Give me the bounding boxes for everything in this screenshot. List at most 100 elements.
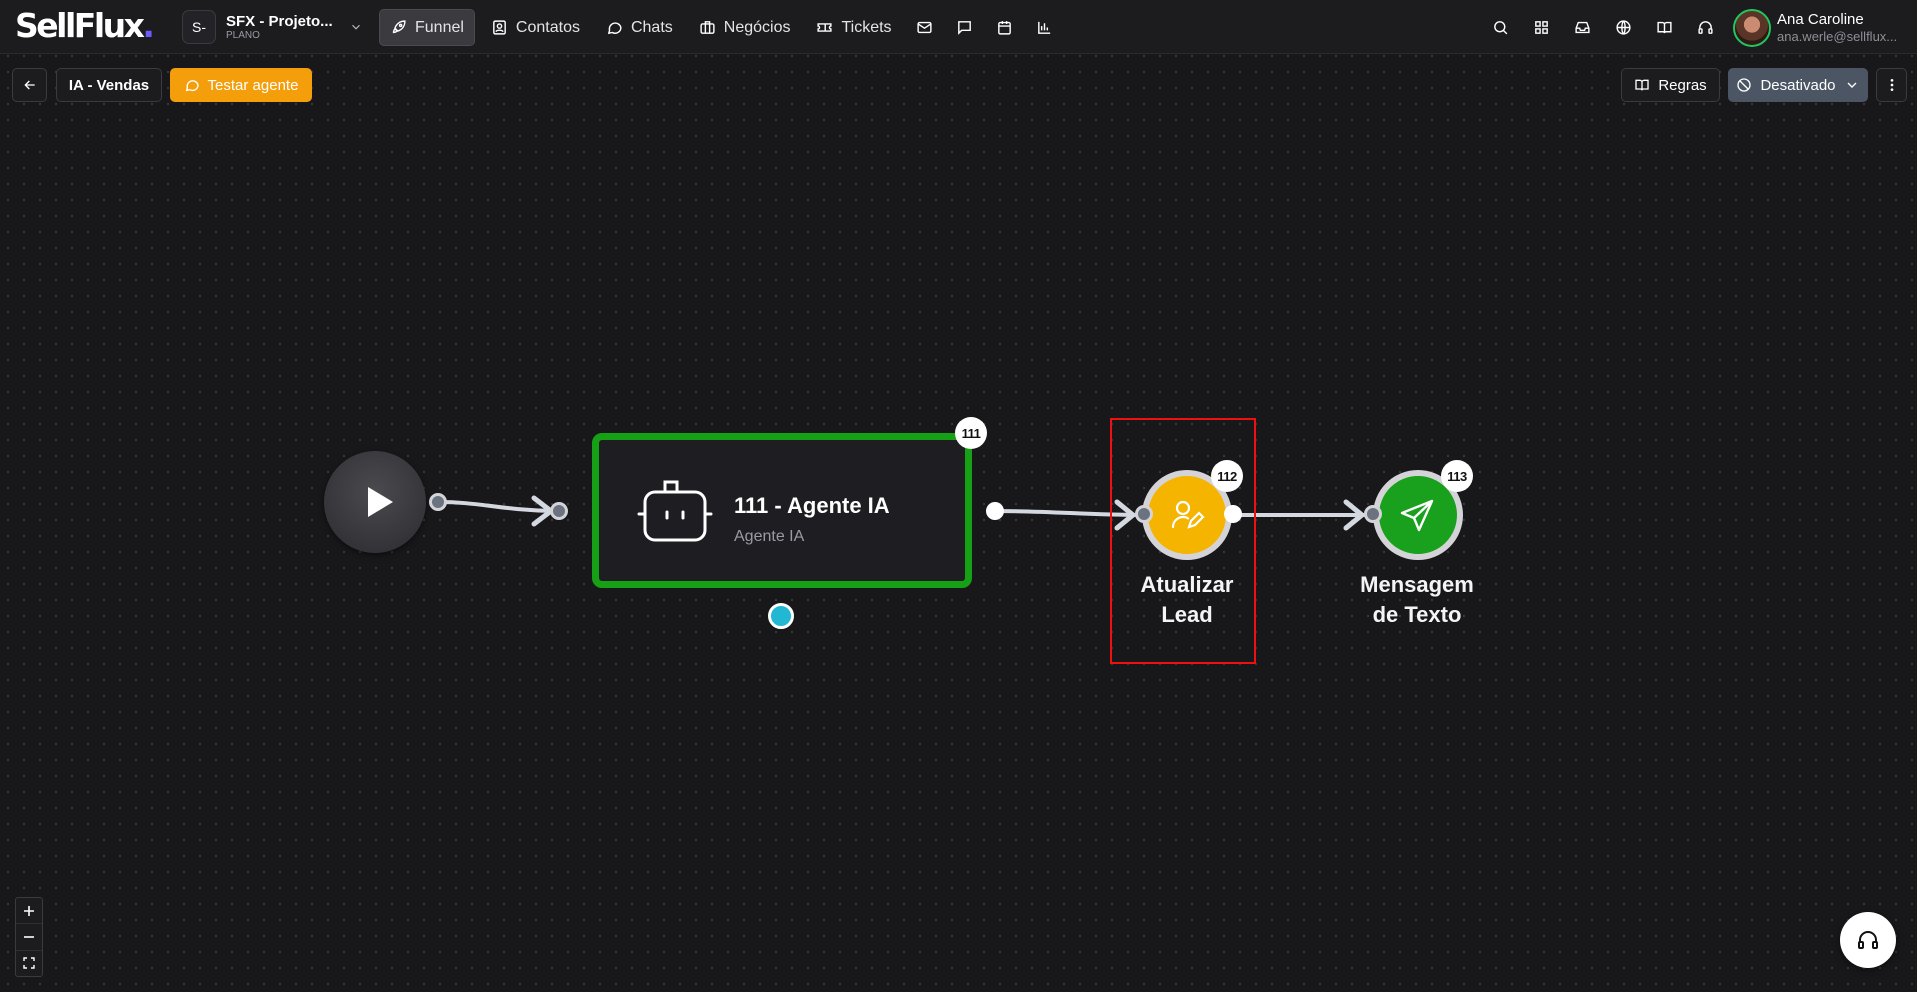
chevron-down-icon: [351, 24, 360, 30]
nav-contatos-label: Contatos: [515, 18, 580, 36]
nav-messages[interactable]: [948, 9, 982, 46]
book-open-icon: [1635, 79, 1649, 91]
edge-arrow-agent: [531, 495, 556, 527]
agent-output-handle[interactable]: [986, 502, 1004, 520]
user-email: ana.werle@sellflux...: [1777, 29, 1898, 44]
project-avatar: S-: [182, 10, 216, 44]
sellflux-logo[interactable]: SellFlux.: [15, 6, 155, 45]
nav-calendar[interactable]: [988, 9, 1022, 46]
fit-view-button[interactable]: [16, 951, 42, 976]
apps-button[interactable]: [1527, 13, 1555, 41]
fullscreen-icon: [23, 957, 35, 970]
nav-negocios[interactable]: Negócios: [689, 9, 801, 46]
chat-bubble-icon: [607, 22, 622, 35]
update-lead-label-line2: Lead: [1161, 602, 1213, 627]
user-edit-icon: [1171, 500, 1205, 529]
ticket-icon: [817, 23, 833, 32]
zoom-out-button[interactable]: [16, 924, 42, 951]
logo-dot: .: [142, 6, 155, 45]
start-node[interactable]: [324, 451, 426, 553]
user-name: Ana Caroline: [1777, 11, 1864, 28]
integrations-button[interactable]: [1609, 13, 1637, 41]
test-agent-label: Testar agente: [207, 76, 299, 94]
search-button[interactable]: [1486, 13, 1514, 41]
back-button[interactable]: [12, 68, 47, 102]
chevron-down-icon: [1847, 82, 1856, 88]
message-square-icon: [958, 21, 971, 35]
header-actions: [1486, 13, 1719, 41]
robot-icon: [637, 480, 713, 542]
edge-arrow-message: [1343, 499, 1366, 531]
edge-start-to-agent: [438, 500, 556, 513]
test-agent-button[interactable]: Testar agente: [170, 68, 312, 102]
book-icon: [1656, 21, 1672, 33]
send-icon: [1400, 499, 1434, 532]
inbox-button[interactable]: [1568, 13, 1596, 41]
user-menu[interactable]: Ana Caroline ana.werle@sellflux...: [1733, 9, 1897, 47]
nav-chats[interactable]: Chats: [596, 9, 683, 46]
selection-highlight: [1110, 418, 1256, 664]
main-nav: Funnel Contatos Chats Negócios Tickets: [379, 9, 1062, 46]
text-message-id-badge: 113: [1441, 460, 1473, 492]
update-lead-label-line1: Atualizar: [1140, 572, 1234, 597]
nav-negocios-label: Negócios: [723, 18, 791, 36]
zoom-controls: [15, 897, 43, 977]
nav-tickets[interactable]: Tickets: [806, 9, 901, 46]
more-options-button[interactable]: [1876, 68, 1907, 102]
nav-chats-label: Chats: [630, 18, 673, 36]
update-lead-label: Atualizar Lead: [1117, 570, 1257, 630]
arrow-left-icon: [23, 80, 35, 90]
search-icon: [1493, 20, 1507, 34]
project-selector[interactable]: S- SFX - Projeto... PLANO: [182, 10, 363, 44]
chat-bubble-icon: [185, 80, 199, 92]
agent-ia-node[interactable]: 111 - Agente IA Agente IA: [592, 433, 972, 588]
nav-funnel[interactable]: Funnel: [379, 9, 475, 46]
logo-text: SellFlux: [15, 6, 145, 45]
bar-chart-icon: [1038, 21, 1051, 34]
project-name: SFX - Projeto...: [226, 12, 333, 30]
text-message-label-line2: de Texto: [1372, 602, 1462, 627]
briefcase-icon: [700, 21, 715, 34]
nav-funnel-label: Funnel: [415, 18, 464, 36]
nav-contatos[interactable]: Contatos: [481, 9, 590, 46]
flow-name-button[interactable]: IA - Vendas: [56, 68, 162, 102]
help-chat-button[interactable]: [1840, 912, 1896, 968]
update-lead-output-handle[interactable]: [1224, 505, 1242, 523]
text-message-label-line1: Mensagem: [1360, 572, 1474, 597]
contacts-icon: [493, 20, 506, 35]
avatar: [1733, 9, 1771, 47]
headset-icon: [1858, 931, 1878, 949]
status-dropdown[interactable]: Desativado: [1728, 68, 1868, 102]
agent-node-title: 111 - Agente IA: [734, 493, 890, 518]
top-navigation-bar: SellFlux. S- SFX - Projeto... PLANO Funn…: [0, 0, 1917, 54]
zoom-in-button[interactable]: [16, 898, 42, 925]
support-button[interactable]: [1691, 13, 1719, 41]
start-output-handle[interactable]: [429, 493, 447, 511]
play-icon: [368, 487, 393, 517]
project-plan: PLANO: [226, 29, 260, 41]
agent-node-subtitle: Agente IA: [734, 528, 805, 545]
inbox-icon: [1574, 21, 1590, 33]
update-lead-id-badge: 112: [1211, 460, 1243, 492]
update-lead-input-handle[interactable]: [1135, 505, 1153, 523]
headset-icon: [1697, 20, 1713, 34]
nav-tickets-label: Tickets: [841, 18, 892, 36]
apps-grid-icon: [1534, 20, 1548, 34]
more-vertical-icon: [1890, 79, 1893, 91]
plus-icon: [24, 905, 34, 916]
agent-input-handle[interactable]: [550, 502, 568, 520]
nav-email[interactable]: [908, 9, 942, 46]
rocket-icon: [392, 20, 406, 34]
text-message-label: Mensagem de Texto: [1347, 570, 1487, 630]
agent-tool-handle[interactable]: [768, 603, 794, 629]
rules-button[interactable]: Regras: [1621, 68, 1720, 102]
text-message-input-handle[interactable]: [1364, 505, 1382, 523]
mail-icon: [917, 21, 932, 34]
agent-node-id-badge: 111: [955, 417, 987, 449]
rules-label: Regras: [1658, 76, 1707, 94]
globe-icon: [1615, 19, 1631, 35]
ban-icon: [1737, 78, 1752, 92]
nav-reports[interactable]: [1028, 9, 1062, 46]
docs-button[interactable]: [1650, 13, 1678, 41]
status-label: Desativado: [1760, 76, 1836, 94]
